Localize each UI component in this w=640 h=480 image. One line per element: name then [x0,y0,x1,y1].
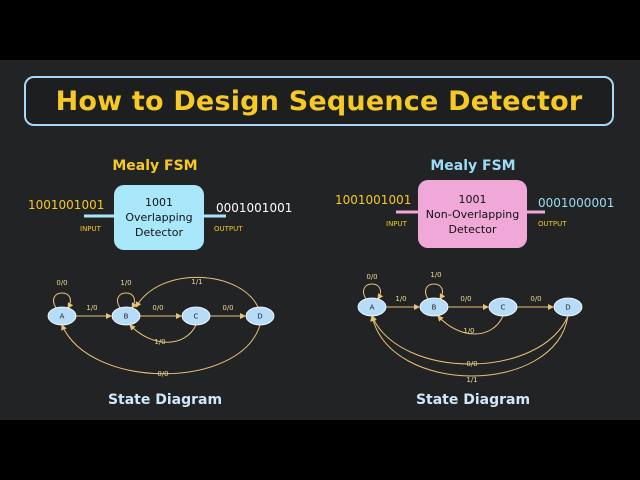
right-input-label: INPUT [386,220,407,228]
left-edge-a-to-a [53,292,74,309]
right-edge-label: 1/0 [430,271,441,279]
left-edge-label: 1/1 [191,278,202,286]
right-edge-label: 0/0 [530,295,541,303]
right-edge-label: 1/0 [463,327,474,335]
right-edge-d-to-a [370,315,569,377]
right-block-wires [396,210,545,214]
left-edge-label: 0/0 [152,304,163,312]
right-edge-d-to-a [371,315,569,365]
right-output-label: OUTPUT [538,220,567,228]
left-edge-label: 0/0 [222,304,233,312]
right-edge-label: 0/0 [366,273,377,281]
svg-text:A: A [370,304,375,312]
left-block-line2: Overlapping [125,211,193,224]
right-input-sequence: 1001001001 [335,193,412,207]
right-block-line2: Non-Overlapping [425,207,520,221]
right-state-diagram-label: State Diagram [415,392,531,408]
right-heading: Mealy FSM [430,158,516,174]
right-state-c: C [488,297,518,317]
thumbnail-canvas: How to Design Sequence Detector Mealy FS… [0,60,640,420]
left-state-b: B [111,306,141,326]
non-overlapping-detector-block: 1001 Non-Overlapping Detector [418,180,527,248]
svg-text:C: C [501,304,506,312]
svg-text:A: A [60,313,65,321]
left-edge-b-to-b [117,292,138,309]
left-block-wires [84,214,226,218]
svg-text:B: B [124,313,129,321]
left-heading: Mealy FSM [112,158,198,174]
left-edge-d-to-a [61,324,261,375]
right-edge-label: 0/0 [460,295,471,303]
right-edge-b-to-b [425,283,446,300]
left-state-a: A [47,306,77,326]
overlapping-detector-block: 1001 Overlapping Detector [114,185,204,250]
right-state-b: B [419,297,449,317]
left-edge-label: 1/0 [86,304,97,312]
right-state-a: A [357,297,387,317]
right-edge-label: 1/0 [395,295,406,303]
title-banner: How to Design Sequence Detector [24,76,614,126]
right-block-line3: Detector [448,222,497,236]
left-edge-label: 1/0 [120,279,131,287]
left-output-label: OUTPUT [214,225,243,233]
right-edge-c-to-b [437,315,504,335]
right-output-sequence: 0001000001 [538,196,615,210]
left-edge-label: 0/0 [56,279,67,287]
left-edge-c-to-b [129,324,197,343]
left-edge-label: 0/0 [157,370,168,378]
left-output-sequence: 0001001001 [216,201,293,215]
right-edge-a-to-a [363,283,384,300]
left-state-diagram-label: State Diagram [107,392,223,408]
left-state-d: D [245,306,275,326]
right-block-line1: 1001 [458,192,487,206]
left-state-c: C [181,306,211,326]
svg-text:C: C [194,313,199,321]
right-state-d: D [553,297,583,317]
svg-text:D: D [565,304,570,312]
left-edge-d-to-b [135,276,259,308]
left-edge-label: 1/0 [154,338,165,346]
page-title: How to Design Sequence Detector [55,85,583,117]
svg-text:B: B [432,304,437,312]
left-input-sequence: 1001001001 [28,198,105,212]
right-state-diagram: 0/0 1/0 1/0 0/0 1/0 0/0 0/0 1/1 A B C D [357,271,583,384]
svg-text:D: D [257,313,262,321]
right-edge-label: 1/1 [466,376,477,384]
left-block-line3: Detector [135,226,183,239]
right-edge-label: 0/0 [466,360,477,368]
left-block-line1: 1001 [145,196,173,209]
left-input-label: INPUT [80,225,101,233]
